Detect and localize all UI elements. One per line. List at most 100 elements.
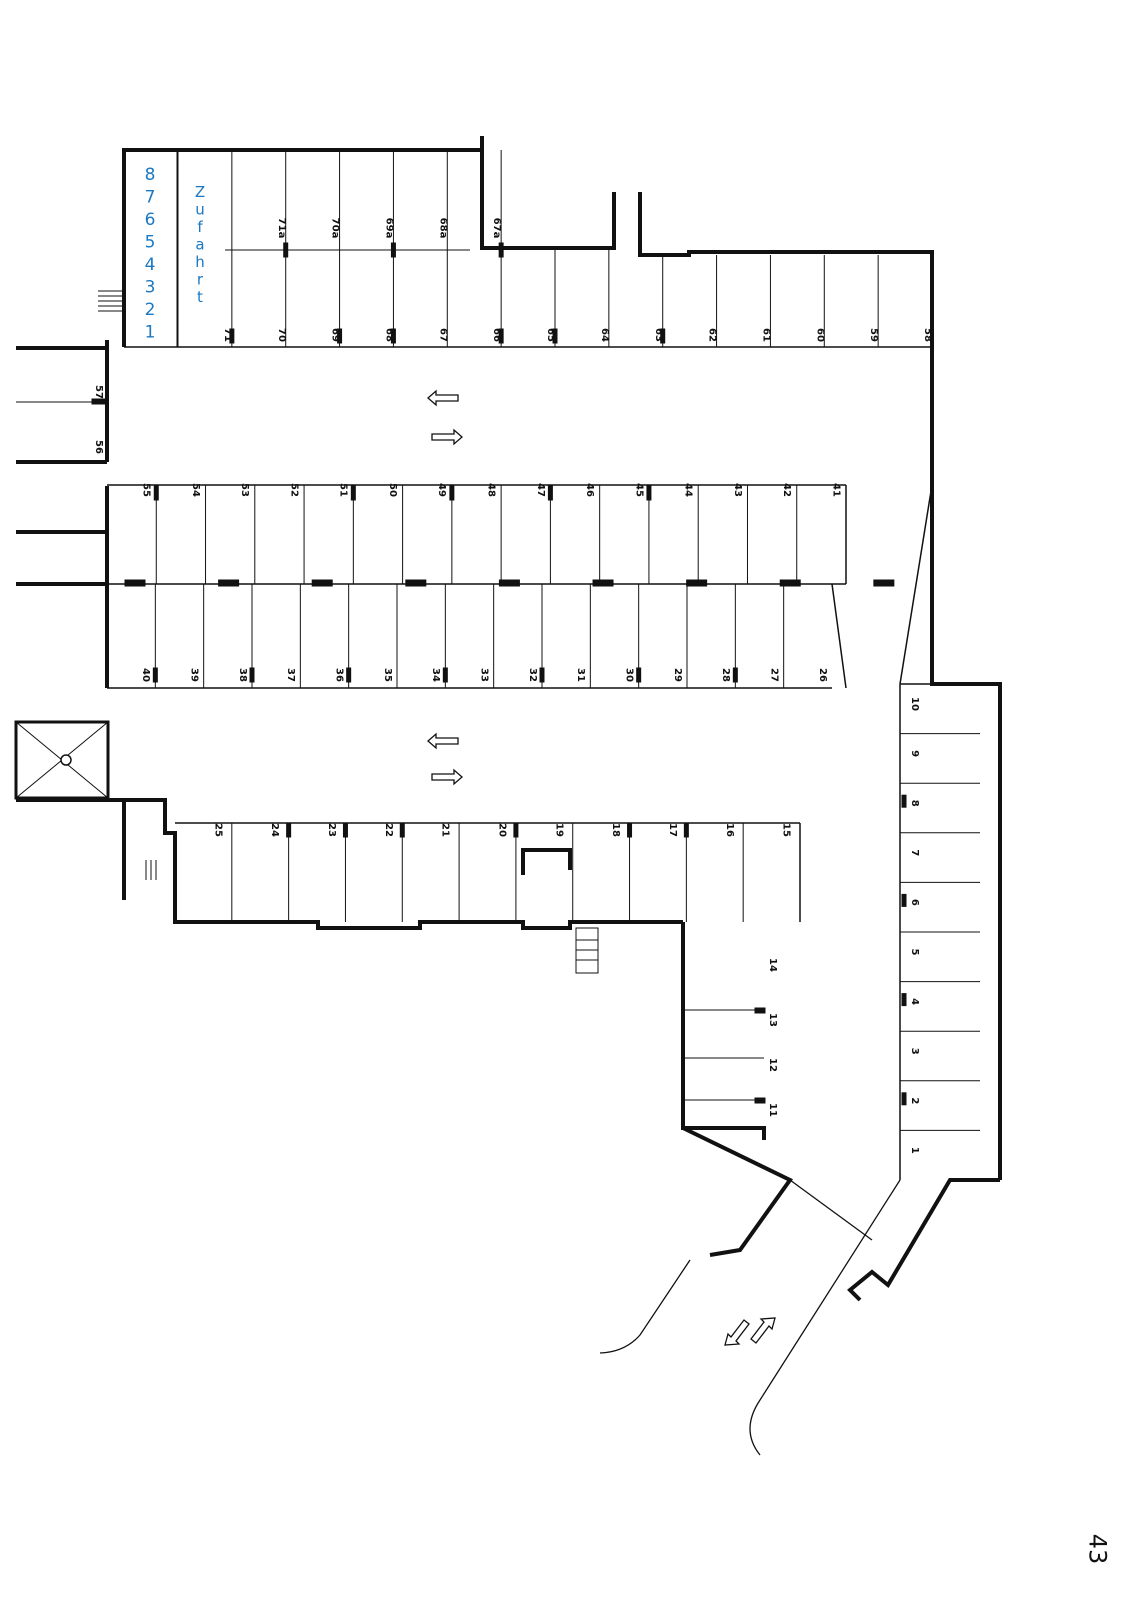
pillar (901, 794, 907, 808)
spot-mid-upper-52: 52 (288, 483, 299, 497)
spot-top-a-68a: 68a (437, 218, 448, 239)
spot-lower-25: 25 (212, 823, 223, 837)
pillar (342, 822, 348, 838)
pillar (399, 822, 405, 838)
spot-top-60: 60 (814, 328, 825, 342)
spot-lower-18: 18 (610, 823, 621, 837)
spot-mid-upper-55: 55 (141, 483, 152, 497)
spot-mid-upper-50: 50 (387, 483, 398, 497)
small-stairs (98, 290, 599, 974)
access-letter: t (197, 288, 203, 306)
annex-number-4: 4 (145, 255, 156, 275)
pillar (754, 1097, 766, 1104)
stairwell (14, 720, 110, 800)
spot-mid-lower-34: 34 (430, 668, 441, 682)
spot-lower-22: 22 (383, 823, 394, 837)
spot-mid-lower-37: 37 (285, 668, 296, 682)
pillar (627, 822, 633, 838)
spot-lower-16: 16 (724, 823, 735, 837)
spot-lower-21: 21 (440, 823, 451, 837)
spot-top-68: 68 (384, 328, 395, 342)
pillar (286, 822, 292, 838)
pillar (547, 485, 553, 501)
spot-mid-upper-41: 41 (830, 483, 841, 497)
pillar (390, 242, 396, 258)
arrow-right-icon (431, 428, 463, 446)
pillar (346, 667, 352, 683)
spot-side-12: 12 (767, 1058, 778, 1072)
arrow-left-icon (427, 732, 459, 750)
pillar (449, 485, 455, 501)
pillar (592, 579, 614, 587)
pillar (732, 667, 738, 683)
annex-number-5: 5 (145, 233, 156, 253)
pillar (153, 485, 159, 501)
pillar (901, 993, 907, 1007)
pillar (249, 667, 255, 683)
spot-top-59: 59 (868, 328, 879, 342)
pillar (779, 579, 801, 587)
spot-top-70: 70 (276, 328, 287, 342)
ramp-lines (599, 1179, 901, 1456)
spot-top-71: 71 (222, 328, 233, 342)
pillar (390, 328, 396, 344)
annex-number-8: 8 (145, 165, 156, 185)
pillar (660, 328, 666, 344)
spot-mid-upper-46: 46 (584, 483, 595, 497)
pillar (646, 485, 652, 501)
pillar (91, 398, 107, 405)
spot-side-13: 13 (767, 1013, 778, 1027)
spot-mid-upper-43: 43 (732, 483, 743, 497)
pillar (539, 667, 545, 683)
spot-mid-lower-38: 38 (237, 668, 248, 682)
pillar (901, 1092, 907, 1106)
pillar (873, 579, 895, 587)
spot-mid-lower-29: 29 (672, 668, 683, 682)
spot-side-11: 11 (767, 1103, 778, 1117)
spot-top-a-70a: 70a (330, 218, 341, 239)
arrow-down-left-icon (724, 1319, 750, 1346)
spot-lower-19: 19 (553, 823, 564, 837)
pillar (311, 579, 333, 587)
spot-mid-upper-47: 47 (535, 483, 546, 497)
spot-56: 56 (93, 440, 104, 454)
pillar (229, 328, 235, 344)
access-letter: h (195, 253, 205, 271)
spot-lower-17: 17 (667, 823, 678, 837)
spot-lower-15: 15 (781, 823, 792, 837)
spot-right-3: 3 (909, 1048, 920, 1055)
access-letter: u (195, 201, 205, 219)
pillar (337, 328, 343, 344)
arrow-left-icon (427, 389, 459, 407)
spot-mid-upper-45: 45 (633, 483, 644, 497)
pillar (901, 893, 907, 907)
pillar (686, 579, 708, 587)
spot-top-58: 58 (922, 328, 933, 342)
spot-mid-upper-49: 49 (436, 483, 447, 497)
spot-top-66: 66 (491, 328, 502, 342)
pillar (283, 242, 289, 258)
spot-lower-20: 20 (497, 823, 508, 837)
pillar (152, 667, 158, 683)
spot-57: 57 (93, 385, 104, 399)
pillar (552, 328, 558, 344)
spot-mid-upper-44: 44 (683, 483, 694, 497)
spot-lower-24: 24 (269, 823, 280, 837)
spot-top-67: 67 (437, 328, 448, 342)
spot-side-14: 14 (767, 958, 778, 972)
spot-right-5: 5 (909, 949, 920, 956)
spot-mid-lower-31: 31 (575, 668, 586, 682)
annex-number-6: 6 (145, 210, 156, 230)
spot-dividers (16, 150, 980, 1131)
spot-mid-lower-27: 27 (769, 668, 780, 682)
spot-right-10: 10 (909, 697, 920, 711)
pillar (498, 242, 504, 258)
spot-right-2: 2 (909, 1097, 920, 1104)
pillar (405, 579, 427, 587)
spot-mid-upper-51: 51 (338, 483, 349, 497)
spot-mid-lower-35: 35 (382, 668, 393, 682)
spot-mid-lower-26: 26 (817, 668, 828, 682)
